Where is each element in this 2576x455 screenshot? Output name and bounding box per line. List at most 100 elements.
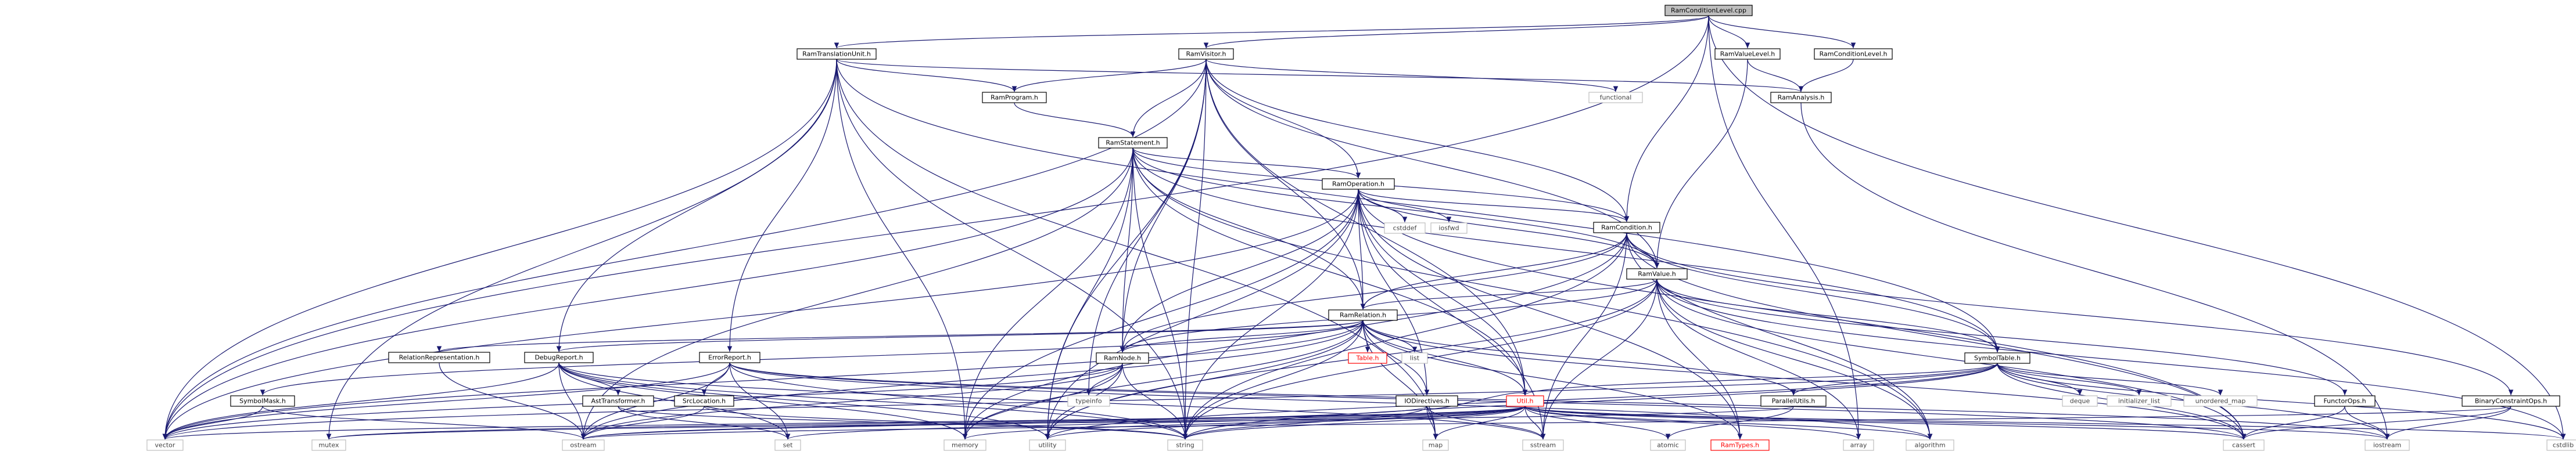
graph-node-functorops[interactable]: FunctorOps.h [2314,395,2376,407]
node-box [524,352,594,363]
include-edge-value-to-array [1656,279,1861,440]
node-box [1714,48,1781,60]
include-edge-error-to-vector [162,362,730,440]
include-edge-operation-to-node [1120,189,1359,353]
include-edge-statement-to-string [1132,147,1188,440]
include-edge-trans-to-string [836,59,1188,440]
graph-node-vlevel[interactable]: RamValueLevel.h [1714,48,1781,60]
include-edge-relation-to-parallel [1362,320,1796,396]
include-edge-visitor-to-statement [1130,59,1207,138]
include-edge-util-to-vector [163,406,1526,440]
node-box [388,352,490,363]
include-edge-operation-to-value [1358,189,1660,269]
node-box [943,439,986,451]
node-label: RamTranslationUnit.h [802,50,871,58]
graph-node-clevel[interactable]: RamConditionLevel.h [1814,48,1893,60]
include-edge-symtab-to-util [1522,363,1998,396]
graph-node-iodir[interactable]: IODirectives.h [1395,395,1458,407]
node-box [1650,439,1686,451]
node-label: cstdlib [2553,442,2574,449]
graph-node-binops[interactable]: BinaryConstraintOps.h [2462,395,2560,407]
include-edge-program-to-statement [1014,102,1136,138]
include-edge-root-to-array [1708,15,1861,440]
include-edge-functorops-to-cassert [2241,406,2345,440]
node-label: map [1429,442,1443,449]
graph-node-relation[interactable]: RamRelation.h [1328,309,1398,321]
graph-node-algorithm: algorithm [1906,439,1954,451]
graph-node-root[interactable]: RamConditionLevel.cpp [1664,5,1753,16]
graph-node-table[interactable]: Table.h [1348,352,1387,364]
include-edge-value-to-cstdlib [1656,279,2566,440]
include-edge-symmask-to-vector [162,406,263,440]
node-box [1588,92,1643,103]
include-edge-statement-to-algorithm [1132,147,1933,440]
node-label: array [1850,442,1867,449]
graph-node-relrep[interactable]: RelationRepresentation.h [388,352,490,363]
include-edge-iodir-to-ostream [581,406,1427,440]
node-box [2462,395,2560,407]
include-edge-condition-to-binops [1626,232,2514,396]
node-box [1348,352,1387,364]
include-edge-trans-to-vector [162,59,837,440]
graph-node-mutex: mutex [311,439,346,451]
graph-node-analysis[interactable]: RamAnalysis.h [1770,92,1832,103]
node-box [699,352,760,363]
include-edge-root-to-visitor [1203,15,1709,49]
include-edge-util-to-iostream [1524,406,2390,440]
include-edge-operation-to-util [1358,189,1528,396]
graph-node-operation[interactable]: RamOperation.h [1322,178,1395,190]
node-label: iostream [2373,442,2401,449]
graph-node-program[interactable]: RamProgram.h [982,92,1047,103]
graph-node-symmask[interactable]: SymbolMask.h [230,395,295,407]
node-box [2223,439,2265,451]
node-label: set [783,442,793,449]
include-edge-debug-to-vector [162,362,559,440]
graph-node-functional: functional [1588,92,1643,103]
node-label: unordered_map [2195,398,2246,405]
node-label: ParallelUtils.h [1772,398,1816,405]
include-edge-debug-to-sstream [558,362,1546,440]
include-edge-debug-to-set [558,362,791,440]
include-edge-root-to-vlevel [1708,15,1750,49]
edges-layer [162,15,2566,440]
graph-node-node[interactable]: RamNode.h [1096,352,1149,364]
include-edge-parallel-to-atomic [1665,406,1794,440]
graph-node-trans[interactable]: RamTranslationUnit.h [797,48,877,60]
graph-node-visitor[interactable]: RamVisitor.h [1178,48,1234,60]
include-edge-binops-to-cassert [2241,406,2512,440]
include-edge-relation-to-iodir [1362,320,1430,396]
graph-node-value[interactable]: RamValue.h [1626,268,1688,280]
graph-node-umap: unordered_map [2183,395,2258,407]
graph-node-statement[interactable]: RamStatement.h [1098,137,1168,149]
graph-node-condition[interactable]: RamCondition.h [1593,222,1660,233]
graph-node-symtab[interactable]: SymbolTable.h [1964,352,2030,364]
graph-node-parallel[interactable]: ParallelUtils.h [1760,395,1827,407]
node-box [1384,222,1426,234]
node-box [1178,48,1234,60]
graph-node-memory: memory [943,439,986,451]
include-edge-symtab-to-umap [1997,363,2223,396]
node-box [2365,439,2410,451]
include-edge-iodir-to-util [1426,389,1528,409]
node-box [2183,395,2258,407]
include-edge-symtab-to-cstdlib [1997,363,2566,440]
node-label: RamRelation.h [1340,312,1386,319]
include-edge-operation-to-memory [962,189,1359,440]
include-edge-binops-to-iostream [2384,406,2512,440]
graph-node-array: array [1843,439,1874,451]
node-box [1098,137,1168,149]
node-label: RamConditionLevel.cpp [1671,7,1746,15]
graph-node-ramtypes[interactable]: RamTypes.h [1710,439,1770,451]
include-edge-node-to-ostream [580,363,1123,440]
graph-node-astt[interactable]: AstTransformer.h [582,395,654,407]
graph-node-error[interactable]: ErrorReport.h [699,352,760,363]
graph-node-srcloc[interactable]: SrcLocation.h [674,395,734,407]
node-label: cstddef [1393,225,1418,232]
include-edge-statement-to-node [1120,147,1133,353]
include-edge-visitor-to-util [1206,59,1528,396]
node-label: RamValueLevel.h [1720,50,1775,58]
graph-node-debug[interactable]: DebugReport.h [524,352,594,363]
graph-node-utility: utility [1029,439,1066,451]
graph-node-util[interactable]: Util.h [1506,395,1544,407]
node-label: IODirectives.h [1404,398,1449,405]
